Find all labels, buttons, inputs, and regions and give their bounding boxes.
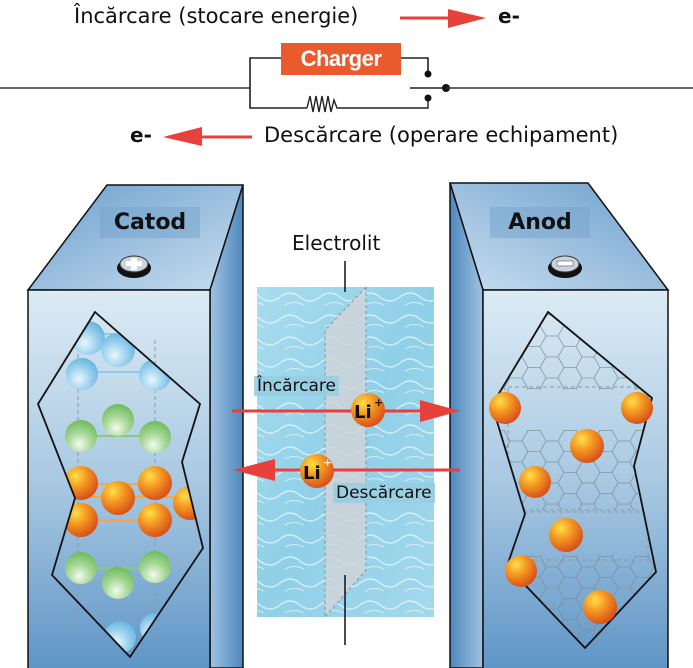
charger-box: Charger <box>281 43 401 75</box>
cathode-crystal <box>36 310 204 659</box>
charge-label: Încărcare (stocare energie) <box>74 4 359 28</box>
discharge-electron-label: e- <box>130 123 152 147</box>
lithium-ion <box>549 518 583 552</box>
separator <box>324 286 367 618</box>
lithium-ion-charge: Li + <box>351 393 385 427</box>
discharge-flow-label: Descărcare <box>333 483 435 503</box>
discharge-label: Descărcare (operare echipament) <box>264 123 619 147</box>
charge-flow-label: Încărcare <box>254 376 340 396</box>
charge-electron-label: e- <box>498 4 520 28</box>
lithium-ion <box>505 555 537 587</box>
electrolyte-label: Electrolit <box>292 231 381 255</box>
cathode-label: Catod <box>100 207 200 238</box>
lithium-ion <box>583 590 617 624</box>
lithium-ion <box>570 429 604 463</box>
lithium-ion <box>489 392 521 424</box>
lithium-ion-discharge: Li + <box>300 454 334 488</box>
ion-charge: + <box>374 396 383 409</box>
minus-terminal-icon <box>548 255 582 278</box>
charge-ion-arrow <box>232 400 460 422</box>
lithium-ion <box>519 466 551 498</box>
charge-electron-arrow <box>400 9 486 28</box>
resistor-icon <box>306 95 429 113</box>
ion-charge: + <box>323 456 332 469</box>
anode-label: Anod <box>490 207 590 238</box>
electrolyte <box>257 261 434 645</box>
discharge-electron-arrow <box>163 127 252 146</box>
plus-terminal-icon <box>117 255 151 278</box>
ion-symbol: Li <box>354 402 372 423</box>
lithium-ion <box>621 392 653 424</box>
external-circuit <box>0 57 693 113</box>
switch-icon <box>410 70 450 102</box>
ion-symbol: Li <box>303 463 321 484</box>
